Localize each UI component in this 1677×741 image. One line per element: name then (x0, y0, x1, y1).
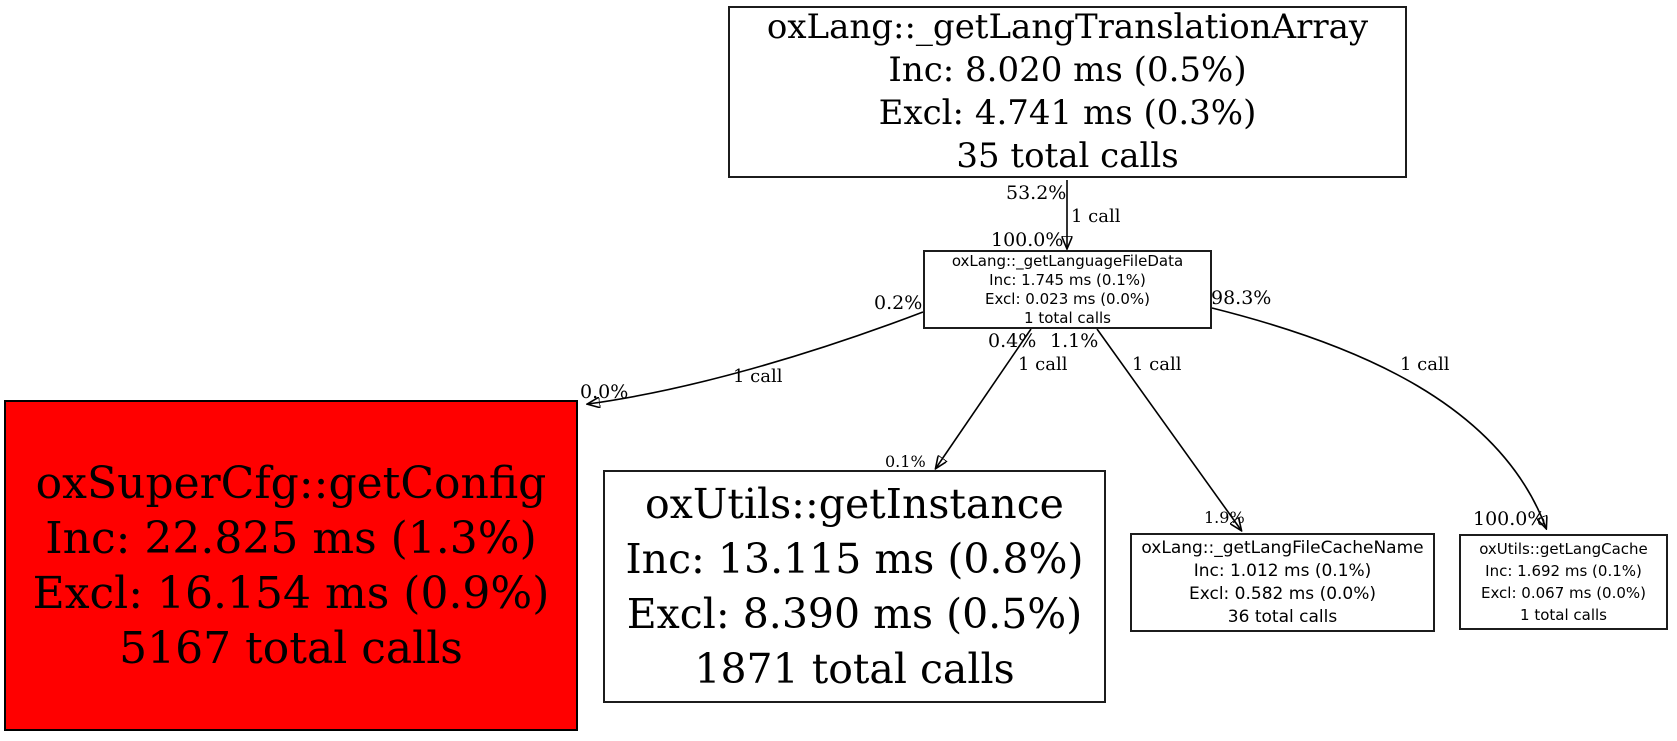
edge-source-percent-label: 98.3% (1211, 287, 1272, 309)
edge-target-percent-label: 100.0% (991, 229, 1064, 251)
node-oxutils-getinstance: oxUtils::getInstance Inc: 13.115 ms (0.8… (603, 470, 1106, 703)
node-title: oxLang::_getLanguageFileData (951, 251, 1184, 270)
edge-target-percent-label: 100.0% (1473, 508, 1546, 530)
edge-languagefiledata-to-langfilecachename (1096, 328, 1241, 530)
edge-languagefiledata-to-getinstance (936, 328, 1032, 468)
edge-call-count-label: 1 call (733, 366, 783, 387)
node-inclusive-time: Inc: 1.692 ms (0.1%) (1485, 562, 1642, 580)
edge-source-percent-label: 0.2% (874, 292, 923, 314)
node-inclusive-time: Inc: 22.825 ms (1.3%) (45, 512, 537, 564)
node-title: oxSuperCfg::getConfig (35, 457, 547, 509)
node-title: oxUtils::getInstance (645, 479, 1064, 528)
node-inclusive-time: Inc: 1.745 ms (0.1%) (989, 270, 1146, 289)
node-exclusive-time: Excl: 0.582 ms (0.0%) (1188, 583, 1377, 604)
node-oxlang-getlangtranslationarray: oxLang::_getLangTranslationArray Inc: 8.… (728, 6, 1407, 178)
edge-source-percent-label: 1.1% (1050, 330, 1099, 352)
edge-call-count-label: 1 call (1400, 354, 1450, 375)
node-total-calls: 1871 total calls (694, 644, 1015, 693)
node-title: oxLang::_getLangTranslationArray (766, 7, 1369, 47)
node-exclusive-time: Excl: 8.390 ms (0.5%) (626, 589, 1083, 638)
node-oxsupercfg-getconfig: oxSuperCfg::getConfig Inc: 22.825 ms (1.… (4, 400, 578, 731)
node-inclusive-time: Inc: 1.012 ms (0.1%) (1193, 560, 1372, 581)
node-inclusive-time: Inc: 13.115 ms (0.8%) (625, 534, 1084, 583)
node-oxlang-getlangfilecachename: oxLang::_getLangFileCacheName Inc: 1.012… (1130, 533, 1435, 632)
edge-languagefiledata-to-getconfig (588, 311, 924, 404)
node-inclusive-time: Inc: 8.020 ms (0.5%) (888, 50, 1247, 90)
edge-call-count-label: 1 call (1132, 354, 1182, 375)
node-total-calls: 35 total calls (956, 136, 1179, 176)
node-title: oxLang::_getLangFileCacheName (1141, 537, 1424, 558)
edge-call-count-label: 1 call (1018, 354, 1068, 375)
node-total-calls: 1 total calls (1024, 308, 1111, 327)
node-title: oxUtils::getLangCache (1479, 540, 1648, 558)
node-total-calls: 5167 total calls (119, 622, 463, 674)
edge-target-percent-label: 0.0% (580, 381, 629, 403)
node-exclusive-time: Excl: 16.154 ms (0.9%) (32, 567, 550, 619)
edge-source-percent-label: 53.2% (1006, 182, 1067, 204)
edge-call-count-label: 1 call (1071, 206, 1121, 227)
node-exclusive-time: Excl: 4.741 ms (0.3%) (878, 93, 1257, 133)
node-oxutils-getlangcache: oxUtils::getLangCache Inc: 1.692 ms (0.1… (1459, 534, 1668, 630)
edge-target-percent-label: 0.1% (885, 452, 926, 471)
node-exclusive-time: Excl: 0.023 ms (0.0%) (984, 289, 1151, 308)
edge-target-percent-label: 1.9% (1204, 508, 1245, 527)
node-total-calls: 36 total calls (1227, 606, 1338, 627)
edge-languagefiledata-to-getlangcache (1211, 307, 1546, 528)
node-total-calls: 1 total calls (1520, 606, 1607, 624)
node-exclusive-time: Excl: 0.067 ms (0.0%) (1480, 584, 1647, 602)
edge-source-percent-label: 0.4% (988, 330, 1037, 352)
node-oxlang-getlanguagefiledata: oxLang::_getLanguageFileData Inc: 1.745 … (923, 250, 1212, 329)
